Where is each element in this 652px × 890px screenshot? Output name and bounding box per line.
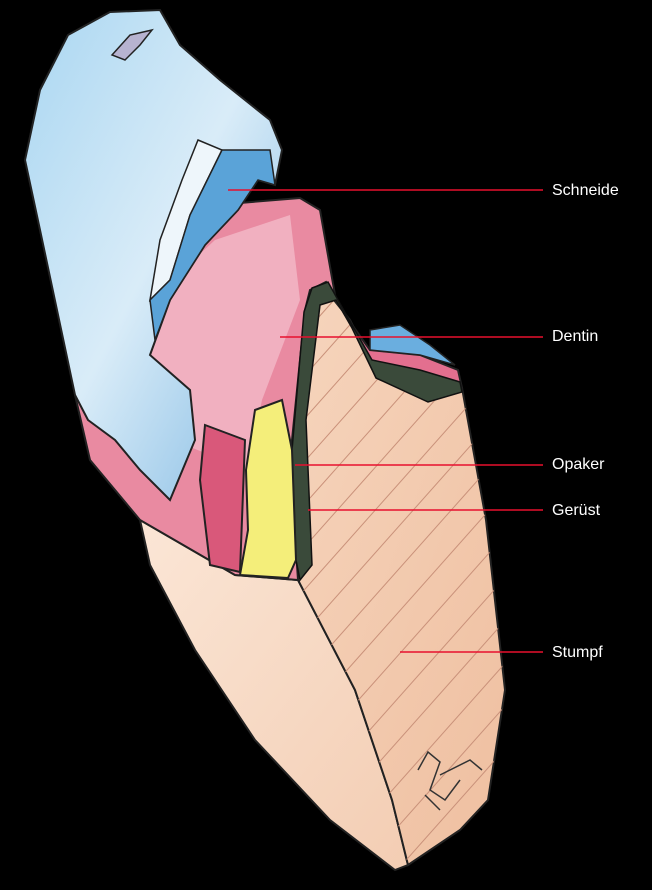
hatch-line (498, 300, 652, 885)
label-opaker: Opaker (552, 455, 604, 475)
label-dentin: Dentin (552, 327, 598, 347)
label-geruest: Gerüst (552, 501, 600, 521)
label-schneide: Schneide (552, 181, 619, 201)
hatch-line (536, 300, 652, 885)
hatch-line (612, 300, 652, 885)
label-stumpf: Stumpf (552, 643, 603, 663)
hatch-line (574, 300, 652, 885)
